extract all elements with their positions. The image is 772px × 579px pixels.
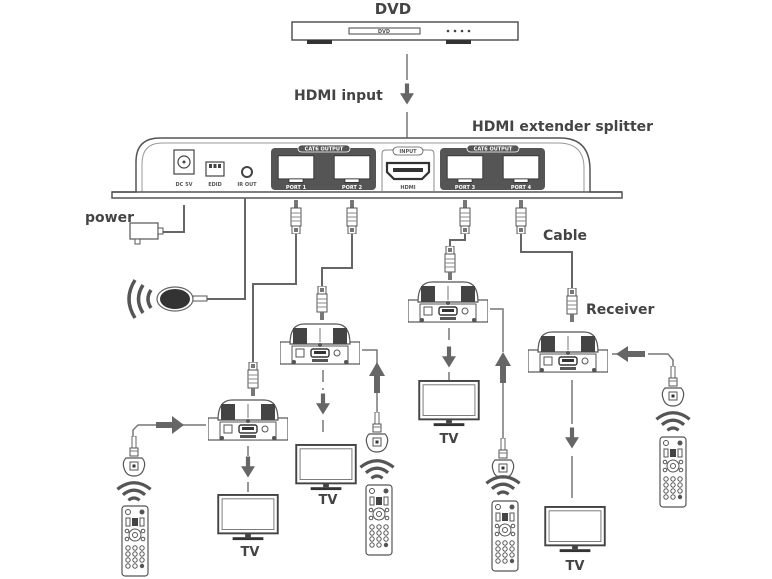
cat6-output-label-2: CAT6 OUTPUT bbox=[474, 147, 513, 153]
dc-5v-label: DC 5V bbox=[176, 182, 193, 188]
edid-label: EDID bbox=[208, 182, 222, 188]
cat6-output-group-2: CAT6 OUTPUT PORT 3 PORT 4 bbox=[440, 144, 545, 191]
ir-signal-waves-icon bbox=[358, 459, 396, 480]
ir-signal-waves-icon bbox=[654, 411, 692, 432]
power-adapter: power bbox=[85, 205, 185, 245]
arrow-down-icon bbox=[565, 427, 579, 449]
remote-control-3 bbox=[491, 500, 519, 572]
dvd-slot-label: DVD bbox=[378, 29, 390, 35]
cable-port-3 bbox=[449, 234, 466, 250]
hdmi-input-connection: HDMI input bbox=[294, 54, 414, 140]
hdmi-input-port: INPUT HDMI bbox=[381, 146, 435, 192]
splitter-title: HDMI extender splitter bbox=[472, 119, 653, 135]
port-3-label: PORT 3 bbox=[455, 185, 476, 191]
ir-receiver-eye-2 bbox=[365, 412, 389, 453]
receiver-3: TV bbox=[408, 281, 522, 572]
cat6-output-group-1: CAT6 OUTPUT PORT 1 PORT 2 bbox=[271, 144, 376, 191]
port-2-jack bbox=[333, 155, 371, 183]
hdmi-extender-splitter: HDMI extender splitter DC 5V EDID IR OUT bbox=[111, 119, 653, 199]
receiver-2-box bbox=[280, 323, 360, 365]
dc-5v-port: DC 5V bbox=[173, 149, 195, 188]
ir-out-port: IR OUT bbox=[237, 166, 257, 188]
receiver-4: TV bbox=[528, 331, 692, 574]
receiver-1-box bbox=[208, 399, 288, 441]
tv-1 bbox=[217, 494, 279, 542]
cable-label: Cable bbox=[543, 228, 587, 244]
port-1-label: PORT 1 bbox=[286, 185, 307, 191]
arrow-left-icon bbox=[616, 346, 645, 362]
port-3-jack bbox=[446, 155, 484, 183]
tv-3-label: TV bbox=[440, 432, 459, 447]
port-2-label: PORT 2 bbox=[342, 185, 363, 191]
port-4-jack bbox=[502, 155, 540, 183]
tv-1-label: TV bbox=[241, 545, 260, 560]
cat6-output-label-1: CAT6 OUTPUT bbox=[305, 147, 344, 153]
ir-emitter bbox=[127, 198, 246, 319]
arrow-down-icon bbox=[316, 393, 330, 415]
edid-switch: EDID bbox=[205, 161, 225, 188]
arrow-down-icon bbox=[400, 83, 414, 105]
ir-receiver-eye-4 bbox=[661, 366, 685, 407]
receiver-3-box bbox=[408, 281, 488, 323]
remote-control-2 bbox=[365, 484, 393, 556]
receiver-2: TV bbox=[280, 323, 396, 556]
remote-control-4 bbox=[659, 436, 687, 508]
ir-receiver-eye-1 bbox=[122, 436, 146, 477]
power-label: power bbox=[85, 210, 134, 226]
hdmi-label: HDMI bbox=[400, 185, 415, 191]
arrow-down-icon bbox=[241, 456, 255, 478]
dvd-title: DVD bbox=[375, 0, 412, 18]
arrow-up-icon bbox=[495, 352, 511, 383]
ir-receiver-eye-3 bbox=[491, 438, 515, 479]
receiver-1: TV bbox=[115, 399, 288, 577]
port-4-label: PORT 4 bbox=[511, 185, 532, 191]
remote-control-1 bbox=[121, 505, 149, 577]
tv-2 bbox=[295, 444, 357, 492]
tv-4-label: TV bbox=[566, 559, 585, 574]
ir-signal-waves-icon bbox=[115, 481, 153, 502]
cable-port-2 bbox=[321, 234, 353, 292]
ir-signal-waves-icon bbox=[127, 279, 153, 319]
hdmi-input-label: HDMI input bbox=[294, 88, 383, 104]
cable-port-1 bbox=[252, 234, 297, 370]
arrow-down-icon bbox=[442, 346, 456, 368]
port-1-jack bbox=[277, 155, 315, 183]
cat6-cables bbox=[247, 200, 578, 396]
dvd-player: DVD DVD bbox=[291, 0, 519, 44]
tv-4 bbox=[544, 506, 606, 554]
receiver-label: Receiver bbox=[586, 302, 654, 318]
ir-signal-waves-icon bbox=[484, 475, 522, 496]
cable-port-4 bbox=[520, 234, 573, 292]
arrow-up-icon bbox=[369, 362, 385, 393]
receiver-4-box bbox=[528, 331, 608, 373]
dvd-buttons bbox=[446, 29, 471, 33]
input-label: INPUT bbox=[399, 149, 417, 155]
ir-out-label: IR OUT bbox=[237, 182, 257, 188]
tv-2-label: TV bbox=[319, 493, 338, 508]
arrow-right-icon bbox=[156, 416, 184, 434]
tv-3 bbox=[418, 380, 480, 428]
